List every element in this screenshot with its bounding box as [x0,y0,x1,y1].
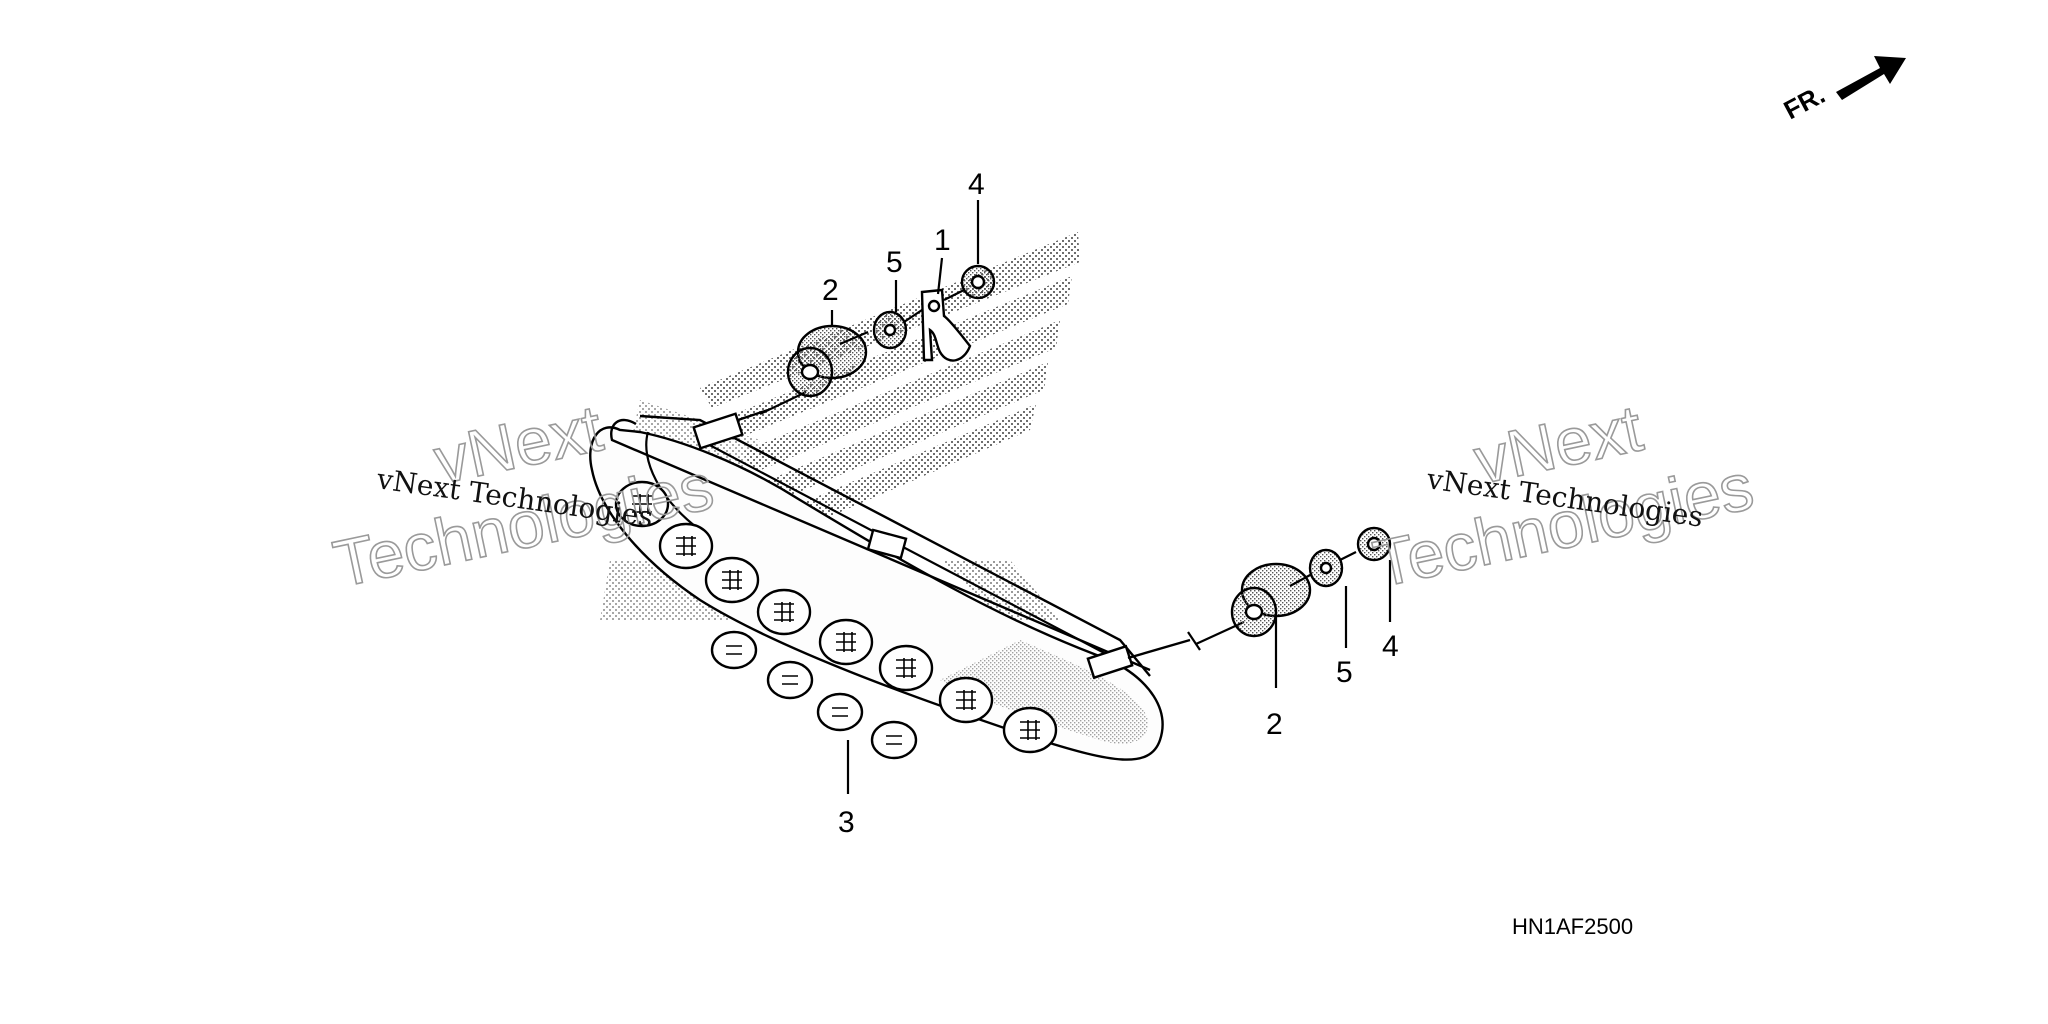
right-nut [1356,526,1392,562]
callout-3: 3 [838,806,855,839]
left-nut [960,264,996,300]
front-direction-indicator: FR. [1779,56,1906,125]
left-grommet [786,324,868,398]
right-grommet [1230,562,1312,638]
callout-labels: 2 5 1 4 3 2 5 4 [822,168,1399,839]
bracket [920,288,972,362]
taillight-assembly [589,408,1201,761]
leader-lines [830,200,1392,794]
right-hardware [1195,526,1392,645]
callout-2-left: 2 [822,274,839,307]
callout-2-right: 2 [1266,708,1283,741]
callout-4-left: 4 [968,168,985,201]
right-washer [1308,548,1344,588]
callout-5-left: 5 [886,246,903,279]
left-hardware [759,264,996,415]
left-washer [872,310,908,350]
callout-1: 1 [934,224,951,257]
front-label: FR. [1779,79,1830,125]
callout-4-right: 4 [1382,630,1399,663]
front-arrow-icon [1836,56,1906,100]
callout-5-right: 5 [1336,656,1353,689]
drawing-code: HN1AF2500 [1512,914,1633,939]
